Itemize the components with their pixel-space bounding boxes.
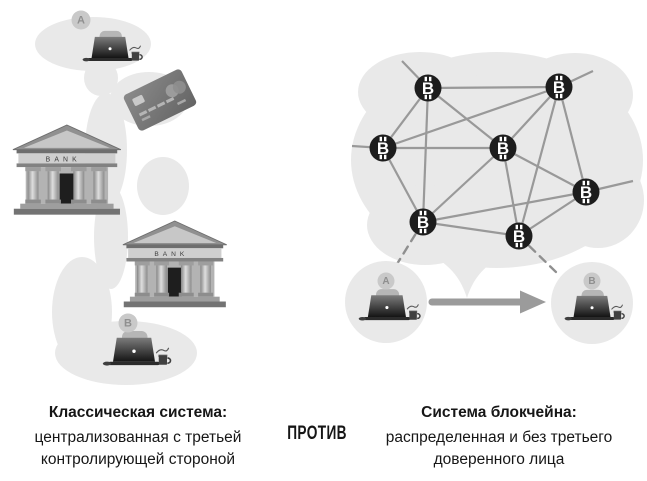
- bitcoin-node-icon: B: [414, 74, 442, 102]
- bitcoin-node-symbol: B: [580, 183, 592, 202]
- card-number-bars: [138, 96, 187, 122]
- credit-card-icon: [123, 69, 197, 131]
- left-illustration: A B: [12, 10, 228, 385]
- network-edge: [557, 86, 588, 193]
- network-edge: [382, 85, 560, 150]
- caption-classic-line-1: централизованная с третьей: [34, 429, 242, 446]
- badge-b-right-label: B: [588, 276, 595, 287]
- network-edge: [502, 86, 560, 149]
- right-illustration: B B B B B B B A B: [345, 52, 644, 344]
- caption-classic-title: Классическая система:: [48, 404, 228, 421]
- caption-blockchain-line-2: доверенного лица: [433, 451, 565, 468]
- caption-blockchain-line-1: распределенная и без третьего: [385, 429, 613, 446]
- badge-a-right-label: A: [382, 276, 389, 287]
- network-edge: [422, 190, 587, 224]
- card-chip: [132, 94, 145, 106]
- bitcoin-node-symbol: B: [553, 78, 565, 97]
- network-edge: [382, 147, 424, 223]
- badge-user-b-left: B: [118, 313, 138, 333]
- bitcoin-network: B B B B B B B: [351, 60, 634, 276]
- bitcoin-node-symbol: B: [417, 213, 429, 232]
- bitcoin-node-icon: B: [572, 178, 600, 206]
- network-edge: [517, 86, 561, 237]
- bitcoin-node-icon: B: [545, 73, 573, 101]
- network-edge: [422, 220, 520, 238]
- network-edge: [501, 147, 521, 237]
- network-edge: [421, 87, 430, 223]
- network-blob: [351, 52, 644, 298]
- badge-user-a-right: A: [377, 272, 395, 290]
- blob-tail: [434, 256, 502, 298]
- caption-classic-system: Классическая система: централизованная с…: [13, 402, 263, 471]
- bank-building-bottom: [122, 220, 228, 308]
- caption-classic-line-2: контролирующей стороной: [40, 451, 236, 468]
- bitcoin-node-icon: B: [369, 134, 397, 162]
- badge-a-label: A: [77, 15, 85, 27]
- bitcoin-node-icon: B: [489, 134, 517, 162]
- caption-blockchain-system: Система блокчейна: распределенная и без …: [374, 402, 624, 471]
- badge-user-a-left: A: [71, 10, 91, 30]
- caption-blockchain-title: Система блокчейна:: [421, 404, 577, 421]
- bitcoin-node-symbol: B: [497, 139, 509, 158]
- network-edge: [427, 85, 560, 90]
- network-edge: [422, 147, 504, 223]
- versus-label: ПРОТИВ: [287, 423, 347, 444]
- bitcoin-node-symbol: B: [377, 139, 389, 158]
- network-edge: [427, 87, 504, 149]
- card-circle-right: [172, 80, 186, 94]
- bitcoin-node-icon: B: [505, 222, 533, 250]
- badge-b-label: B: [124, 318, 132, 330]
- bitcoin-node-icon: B: [409, 208, 437, 236]
- network-edge: [502, 147, 587, 193]
- bitcoin-node-symbol: B: [513, 227, 525, 246]
- transfer-arrow-icon: [428, 290, 546, 314]
- bitcoin-node-symbol: B: [422, 79, 434, 98]
- badge-user-b-right: B: [583, 272, 601, 290]
